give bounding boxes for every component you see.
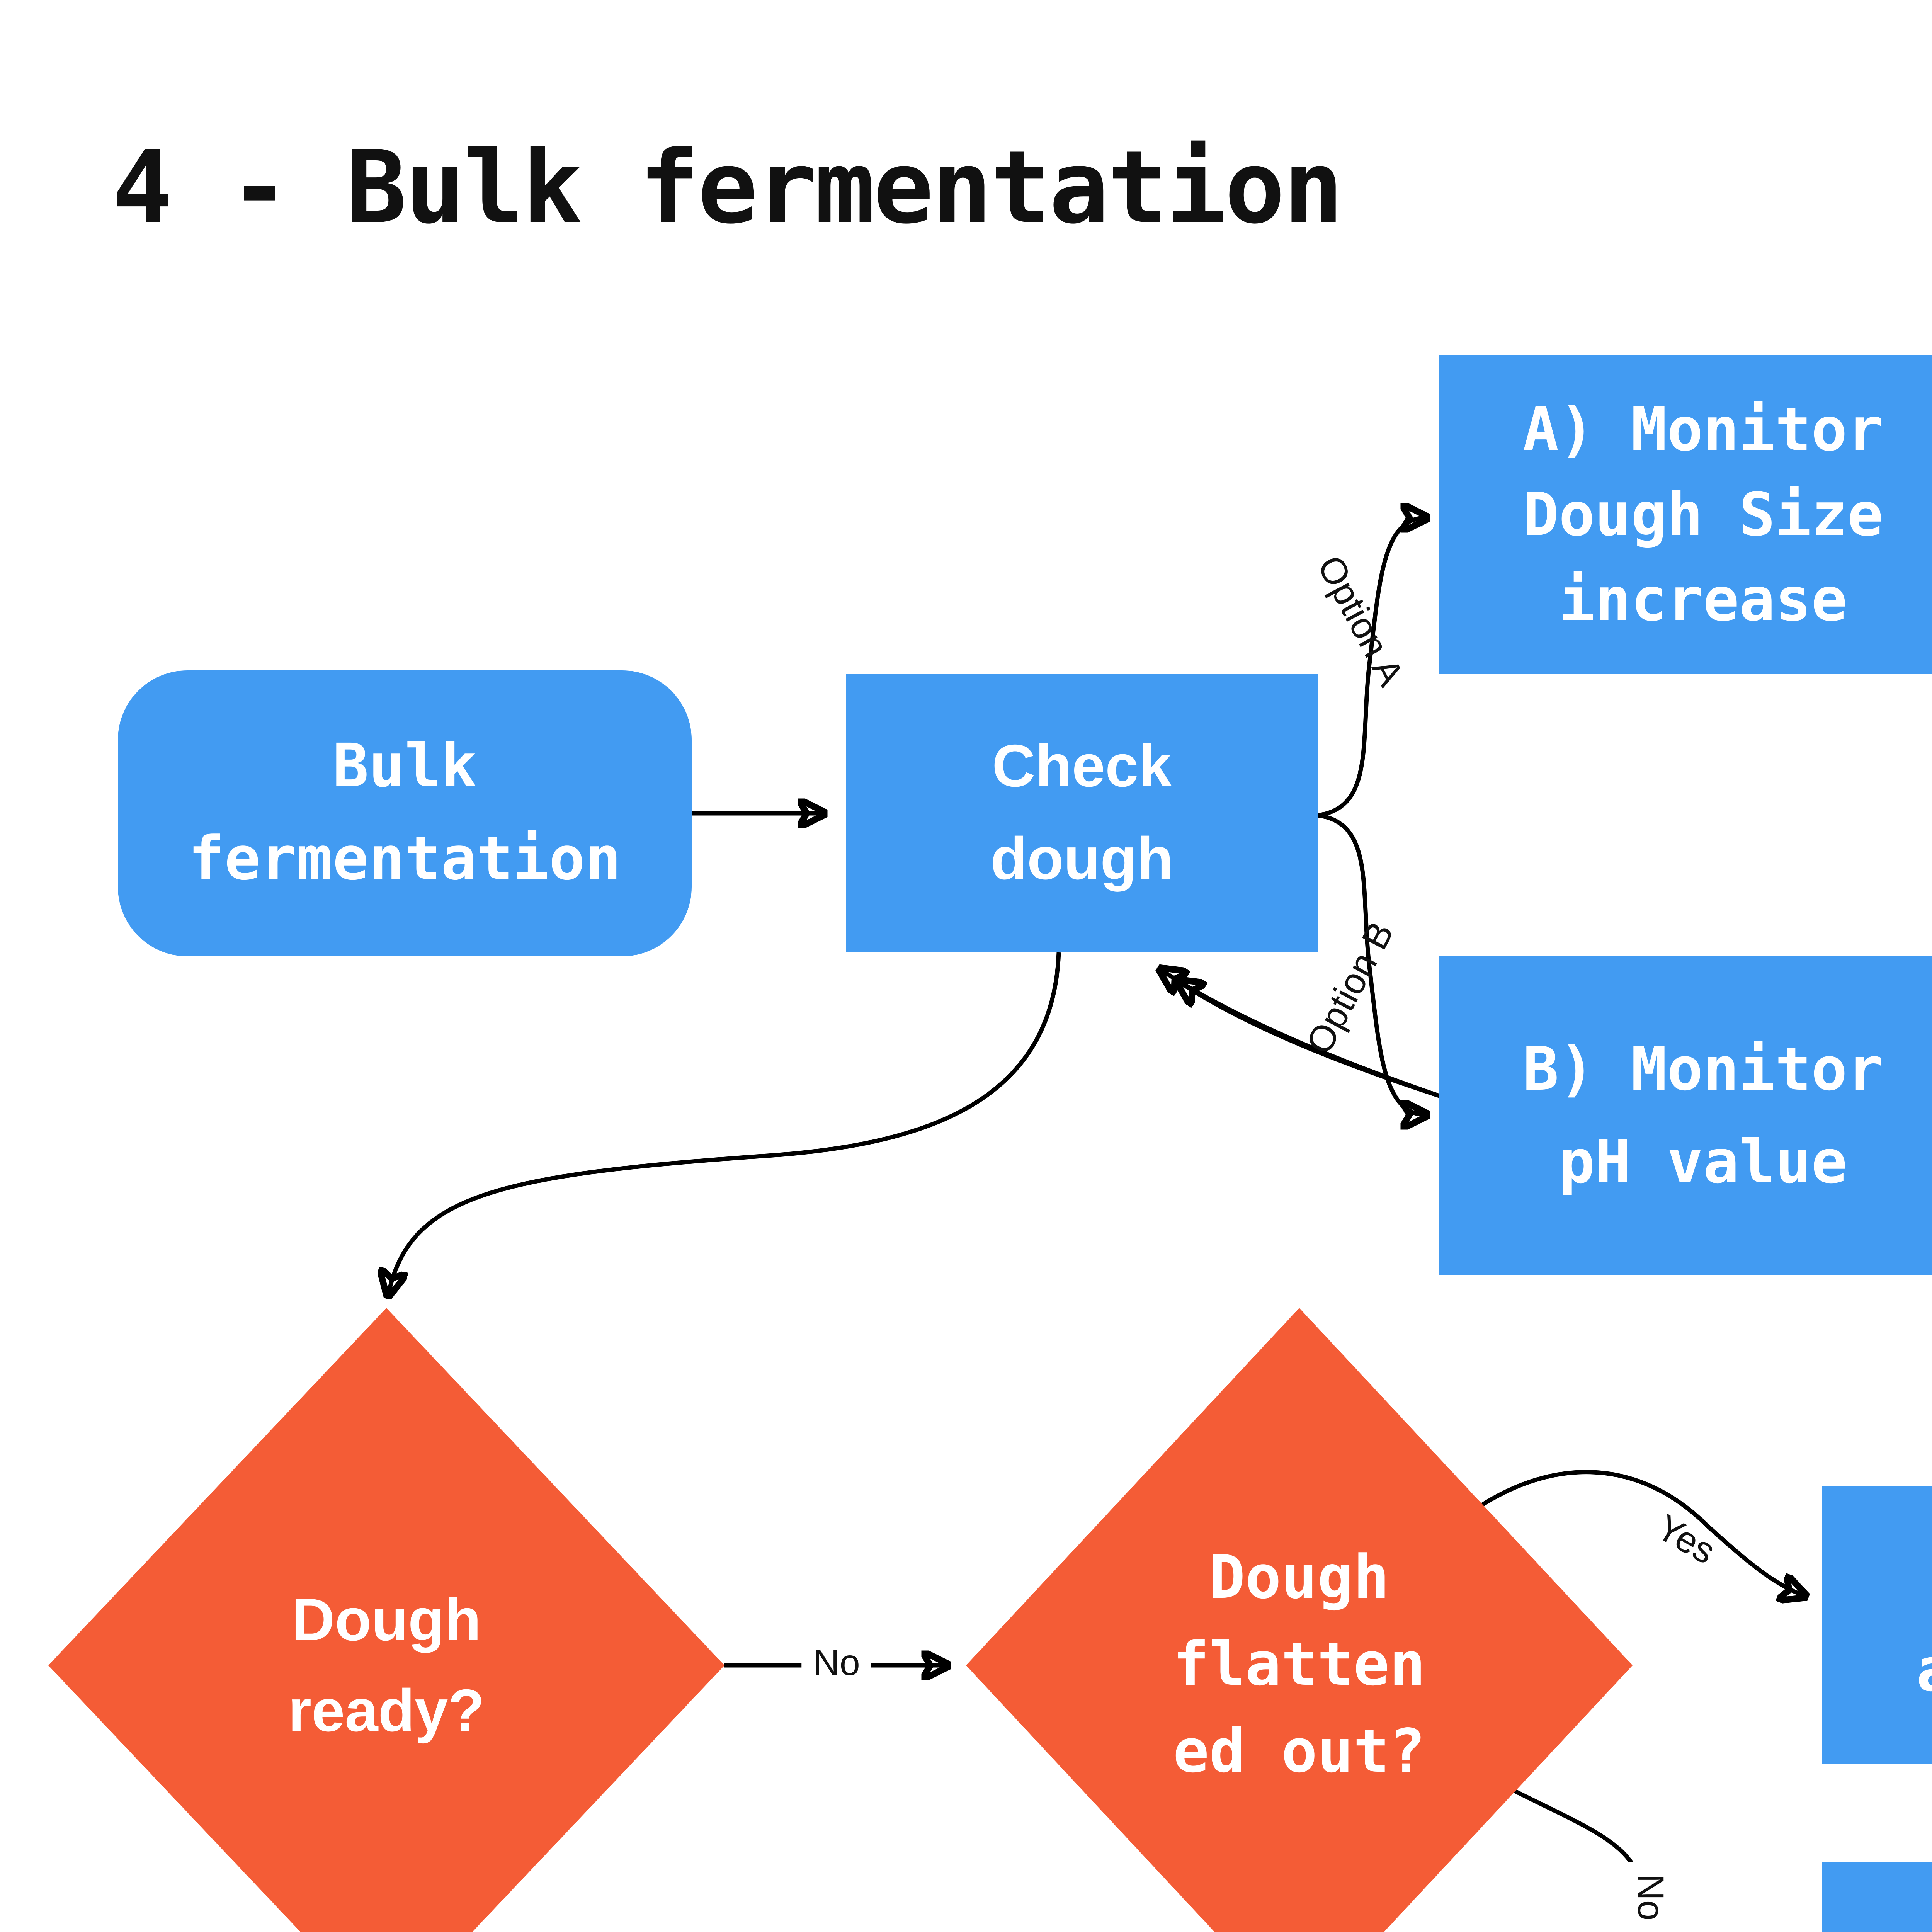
node-label-line: ed out? (1173, 1716, 1426, 1786)
node-monitor-ph[interactable]: B) Monitor pH value (1439, 956, 1932, 1275)
node-bulk-fermentation[interactable]: Bulk fermentation (118, 670, 692, 956)
node-label-line: dough (990, 825, 1173, 893)
node-label-line: flatten (1173, 1629, 1426, 1699)
node-label-line: ready? (288, 1677, 485, 1745)
node-monitor-dough-size[interactable]: A) Monitor Dough Size increase (1439, 355, 1932, 674)
node-label-line: Bulk (332, 732, 477, 802)
node-label-line: pH value (1559, 1127, 1847, 1197)
node-label-line: and fold (1916, 1625, 1932, 1718)
page-title: 4 - Bulk fermentation (112, 131, 1344, 247)
node-label-line: B) Monitor (1522, 1034, 1884, 1104)
node-label-line: Dough (291, 1586, 481, 1654)
node-stretch-and-fold[interactable]: Stretch and fold (1822, 1486, 1932, 1764)
edge-flattened-yes (1481, 1470, 1804, 1596)
node-check-dough[interactable]: Check dough (846, 674, 1318, 952)
node-wait-60-minutes[interactable]: Wait 60 minutes (1822, 1862, 1932, 1932)
node-label-line: increase (1559, 565, 1847, 635)
node-label-line: A) Monitor (1522, 395, 1884, 465)
node-label-line: fermentation (188, 825, 621, 895)
edge-check-to-monitor-size (1317, 518, 1426, 818)
edge-check-to-monitor-ph (1317, 813, 1426, 1115)
node-label-line: Dough Size (1522, 480, 1884, 550)
node-label-line: Check (992, 732, 1172, 800)
node-label-line: Dough (1209, 1543, 1389, 1612)
edge-label-ready-no: No (801, 1644, 872, 1687)
edge-label-flattened-no: No (1627, 1862, 1669, 1932)
edge-check-to-dough-ready (388, 952, 1061, 1294)
